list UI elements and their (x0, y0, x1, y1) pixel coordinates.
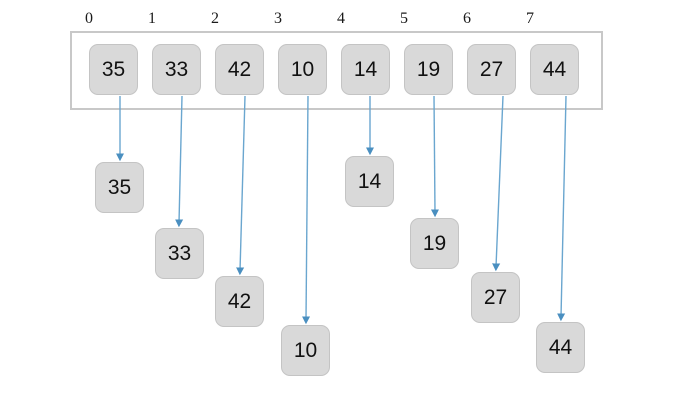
array-cell-2[interactable]: 42 (215, 44, 264, 95)
array-container (70, 31, 603, 110)
array-cell-6[interactable]: 27 (467, 44, 516, 95)
index-label-7: 7 (526, 10, 534, 27)
output-cell-4[interactable]: 14 (345, 156, 394, 207)
output-cell-2[interactable]: 42 (215, 276, 264, 327)
index-label-0: 0 (85, 10, 93, 27)
output-cell-5[interactable]: 19 (410, 218, 459, 269)
arrow-2 (236, 95, 246, 276)
arrow-6 (492, 95, 504, 272)
output-cell-6[interactable]: 27 (471, 272, 520, 323)
index-label-5: 5 (400, 10, 408, 27)
array-cell-5[interactable]: 19 (404, 44, 453, 95)
output-cell-0[interactable]: 35 (95, 162, 144, 213)
arrow-7 (557, 95, 567, 322)
index-label-4: 4 (337, 10, 345, 27)
arrow-3 (301, 95, 311, 325)
array-cell-1[interactable]: 33 (152, 44, 201, 95)
array-cell-4[interactable]: 14 (341, 44, 390, 95)
arrow-1 (175, 95, 184, 228)
index-label-6: 6 (463, 10, 471, 27)
output-cell-7[interactable]: 44 (536, 322, 585, 373)
output-cell-3[interactable]: 10 (281, 325, 330, 376)
output-cell-1[interactable]: 33 (155, 228, 204, 279)
array-cell-7[interactable]: 44 (530, 44, 579, 95)
array-cell-3[interactable]: 10 (278, 44, 327, 95)
index-label-1: 1 (148, 10, 156, 27)
arrow-5 (430, 95, 440, 218)
index-label-2: 2 (211, 10, 219, 27)
index-label-3: 3 (274, 10, 282, 27)
array-cell-0[interactable]: 35 (89, 44, 138, 95)
